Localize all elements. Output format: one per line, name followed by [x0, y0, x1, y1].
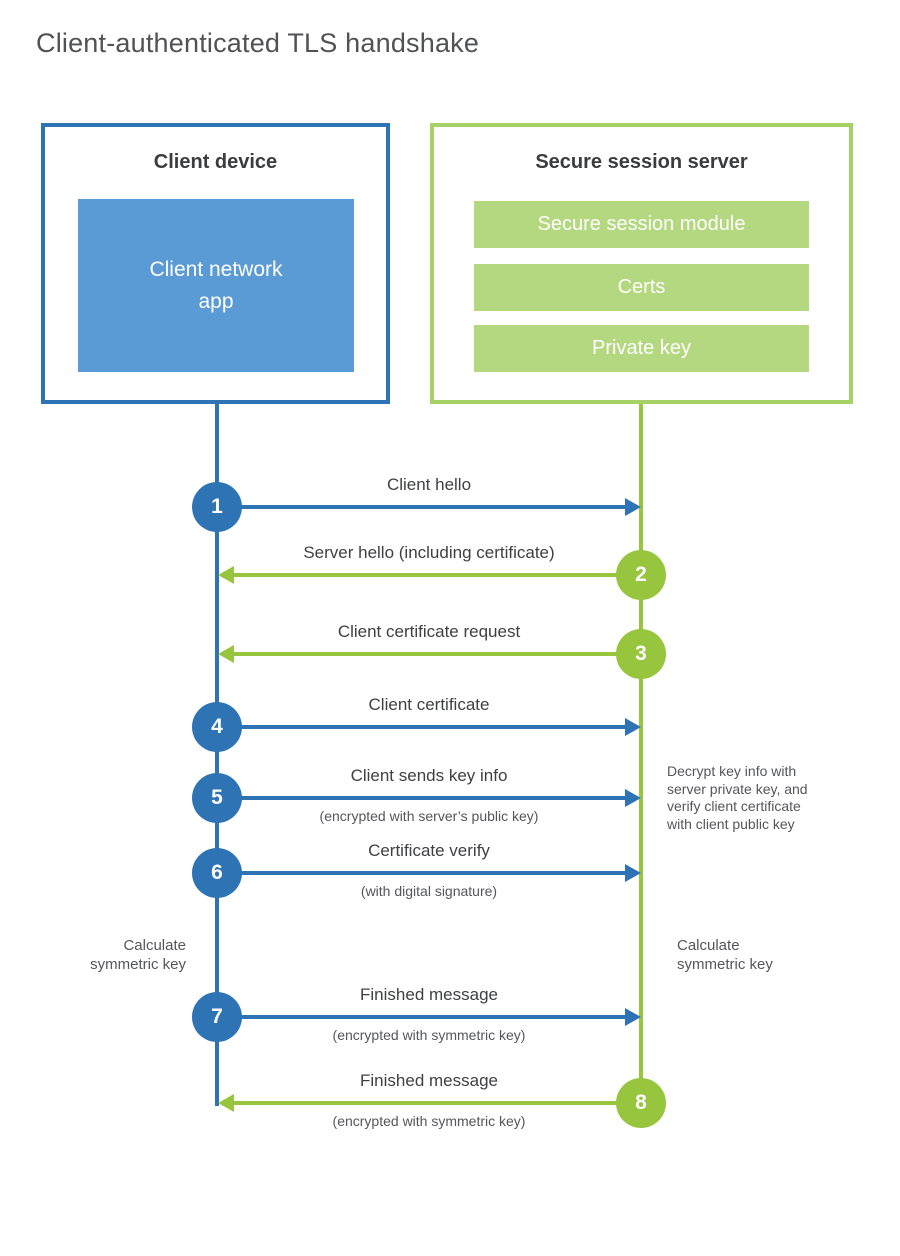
page-title: Client-authenticated TLS handshake [36, 28, 480, 58]
step-badge: 3 [616, 629, 666, 679]
arrowhead-right-icon [625, 1008, 641, 1026]
arrowhead-left-icon [218, 1094, 234, 1112]
message-label: Certificate verify [368, 841, 490, 860]
message-sublabel: (with digital signature) [360, 883, 498, 899]
message-sublabel: (encrypted with symmetric key) [332, 1113, 526, 1129]
server-box-title: Secure session server [535, 151, 748, 173]
arrowhead-right-icon [625, 718, 641, 736]
step-badge: 1 [192, 482, 242, 532]
step-badge: 6 [192, 848, 242, 898]
message-label: Finished message [360, 1071, 498, 1090]
client-network-app-box: Client network app [78, 199, 354, 372]
step-badge: 2 [616, 550, 666, 600]
message-label: Finished message [360, 985, 498, 1004]
server-module-bar: Secure session module [474, 201, 809, 248]
step-badge: 8 [616, 1078, 666, 1128]
message-arrow [240, 796, 626, 800]
calc-symmetric-key-note-server: Calculate symmetric key [677, 937, 773, 973]
message-arrow [240, 725, 626, 729]
decrypt-note: Decrypt key info with server private key… [667, 763, 808, 832]
arrowhead-left-icon [218, 566, 234, 584]
message-label: Server hello (including certificate) [303, 543, 555, 562]
client-device-title: Client device [153, 151, 278, 173]
server-box: Secure session server Secure session mod… [430, 123, 853, 404]
message-arrow [234, 1101, 618, 1105]
message-label: Client sends key info [350, 766, 508, 785]
step-badge: 7 [192, 992, 242, 1042]
server-module-bar: Certs [474, 264, 809, 311]
step-badge: 4 [192, 702, 242, 752]
message-arrow [240, 1015, 626, 1019]
client-lifeline [215, 404, 219, 1106]
calc-symmetric-key-note-client: Calculate symmetric key [90, 937, 186, 973]
message-sublabel: (encrypted with server’s public key) [319, 808, 539, 824]
message-label: Client certificate request [337, 622, 521, 641]
arrowhead-right-icon [625, 864, 641, 882]
client-device-box: Client device Client network app [41, 123, 390, 404]
arrowhead-right-icon [625, 498, 641, 516]
server-lifeline [639, 404, 643, 1103]
message-label: Client certificate [368, 695, 490, 714]
message-arrow [240, 505, 626, 509]
arrowhead-left-icon [218, 645, 234, 663]
message-label: Client hello [386, 475, 472, 494]
arrowhead-right-icon [625, 789, 641, 807]
message-sublabel: (encrypted with symmetric key) [332, 1027, 526, 1043]
server-module-bar: Private key [474, 325, 809, 372]
message-arrow [234, 573, 618, 577]
message-arrow [240, 871, 626, 875]
message-arrow [234, 652, 618, 656]
step-badge: 5 [192, 773, 242, 823]
